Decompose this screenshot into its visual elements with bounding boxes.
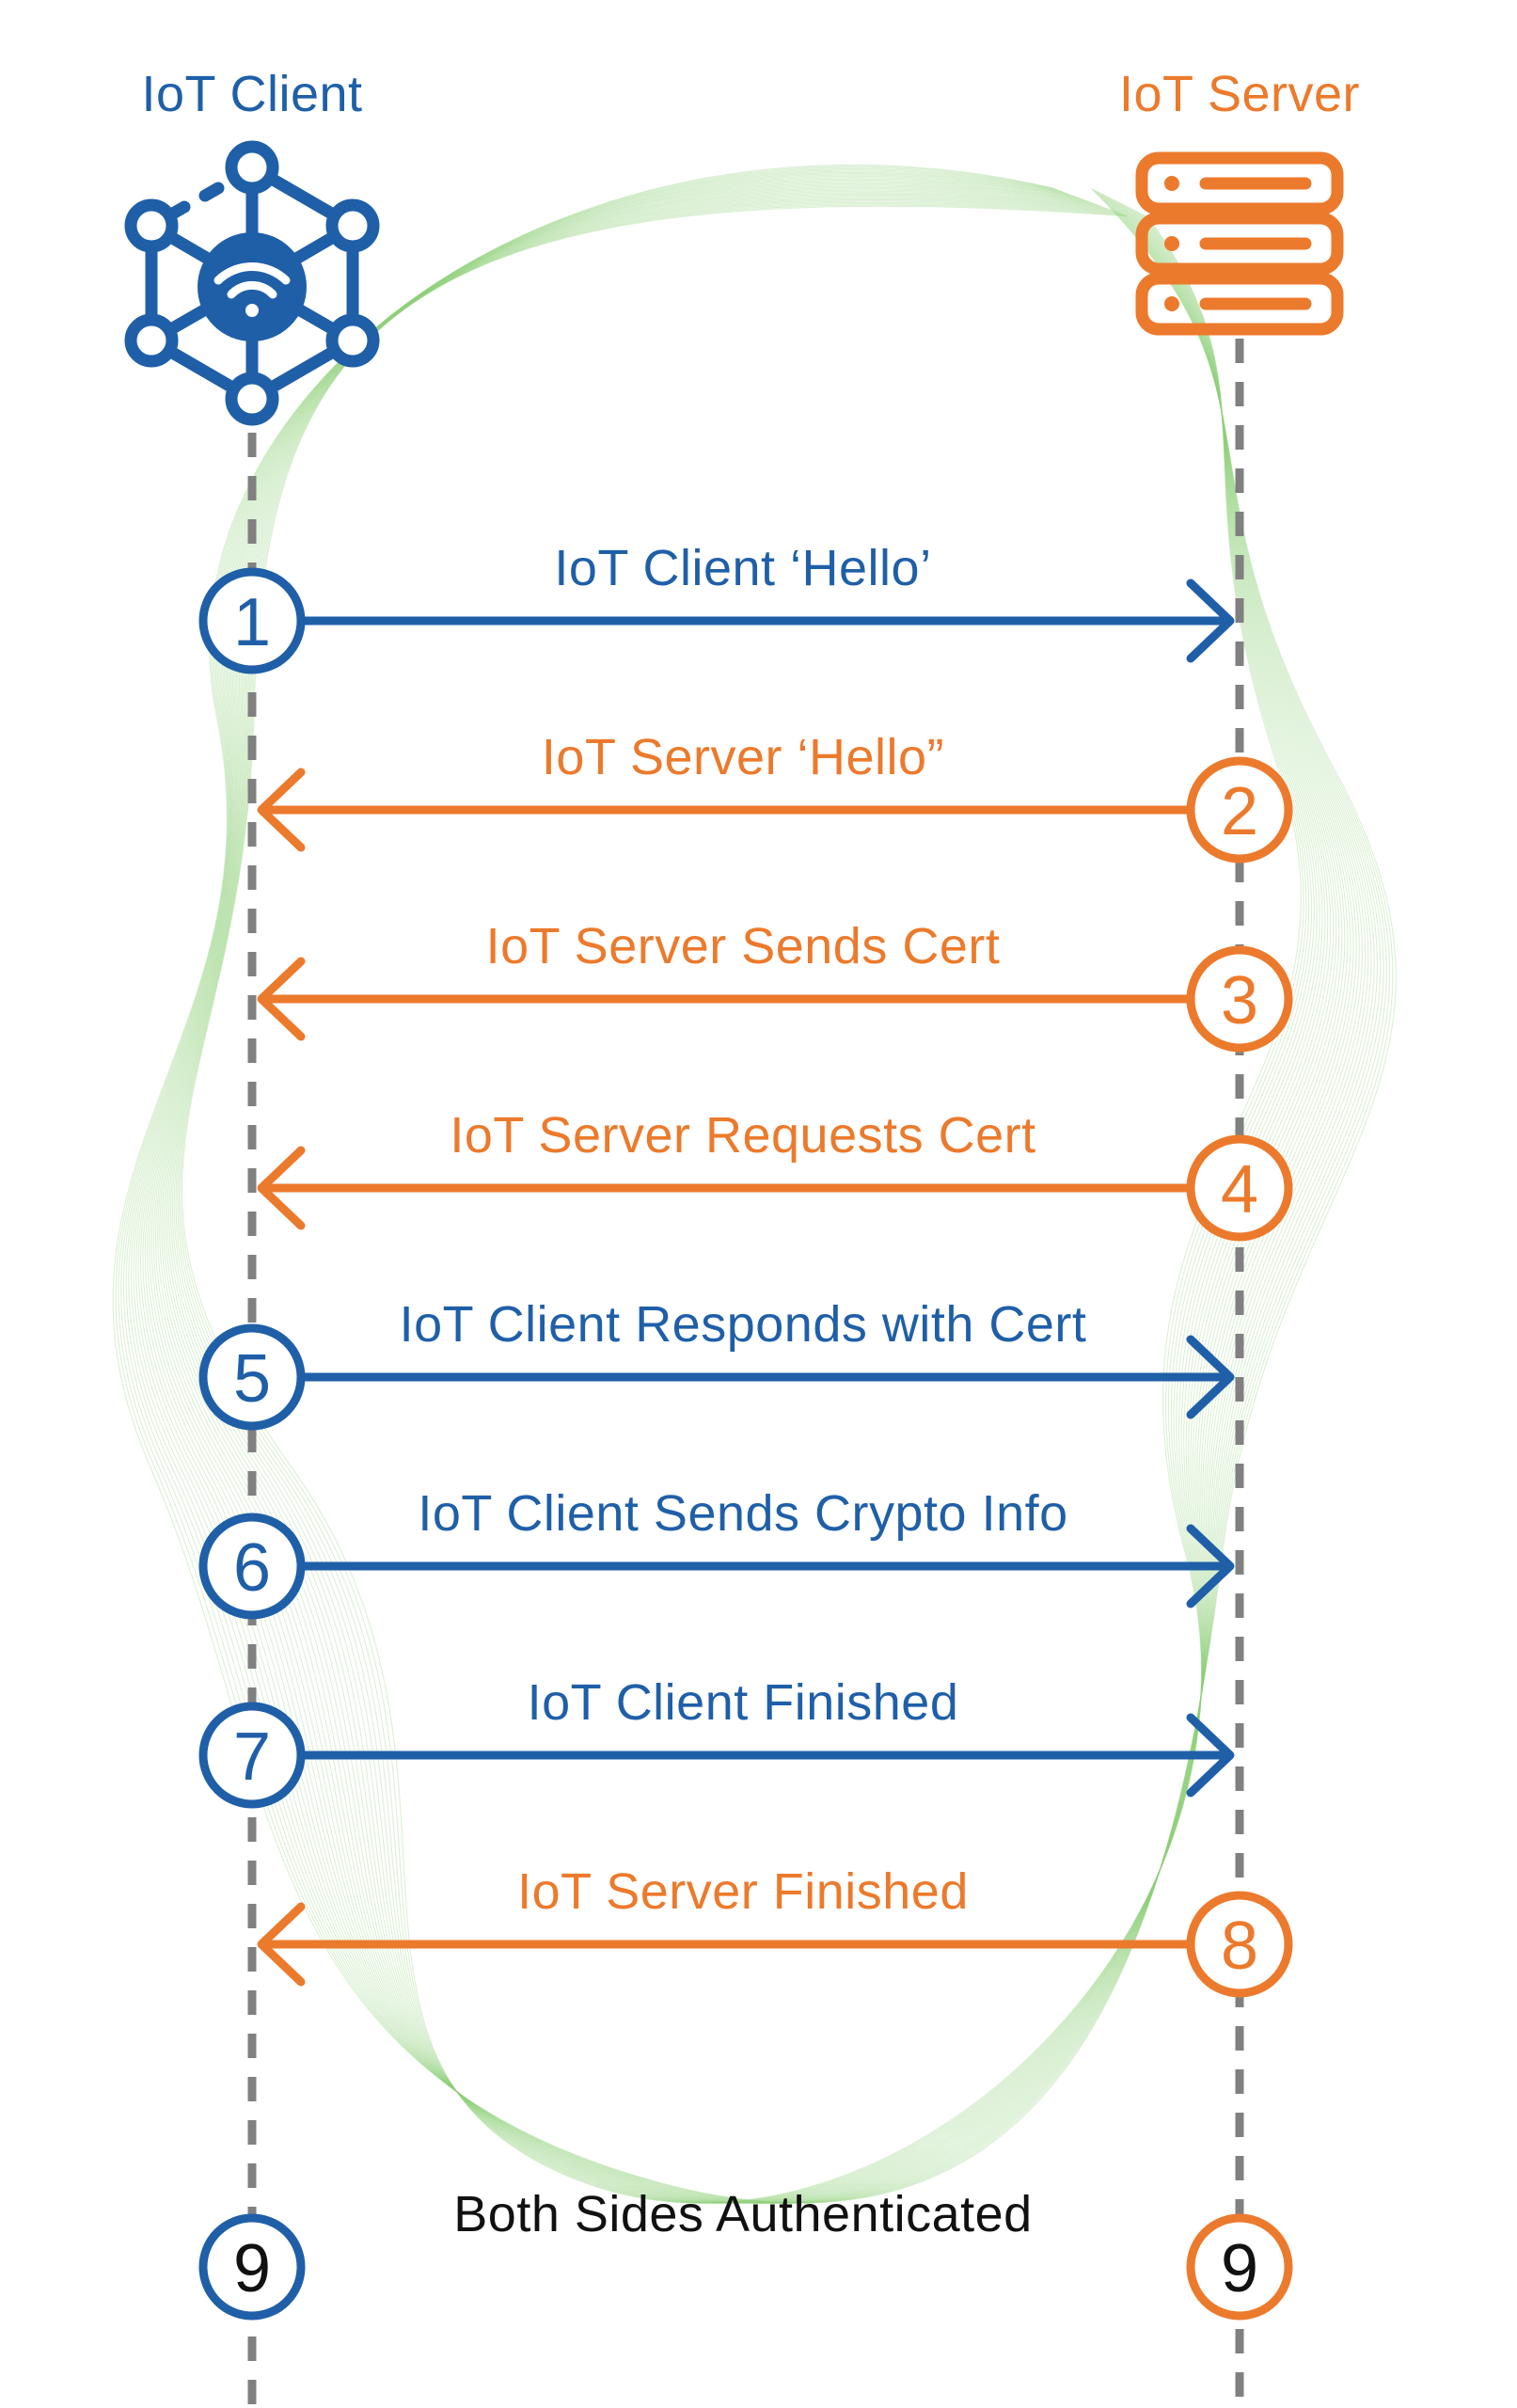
step-number: 7 bbox=[233, 1719, 271, 1795]
arrowhead-icon bbox=[1186, 1335, 1235, 1419]
message-label: IoT Server Sends Cert bbox=[486, 918, 1001, 974]
message-step-4: IoT Server Requests Cert 4 bbox=[257, 1107, 1293, 1242]
message-label: IoT Client Responds with Cert bbox=[400, 1296, 1087, 1353]
message-label: IoT Server Finished bbox=[517, 1863, 969, 1920]
arrowhead-icon bbox=[257, 1902, 306, 1987]
step-number-circle bbox=[198, 1323, 306, 1431]
step-number: 8 bbox=[1221, 1909, 1258, 1984]
message-step-3: IoT Server Sends Cert 3 bbox=[257, 918, 1293, 1053]
final-label: Both Sides Authenticated bbox=[453, 2186, 1032, 2242]
message-step-6: IoT Client Sends Crypto Info 6 bbox=[198, 1485, 1235, 1620]
step-number: 4 bbox=[1221, 1152, 1258, 1228]
step-number-circle bbox=[1186, 1891, 1293, 1998]
message-step-8: IoT Server Finished 8 bbox=[257, 1863, 1293, 1998]
arrowhead-icon bbox=[1186, 578, 1235, 663]
arrowhead-icon bbox=[1186, 1713, 1235, 1798]
step-number-circle bbox=[198, 1513, 306, 1620]
step-number-circle bbox=[1186, 945, 1293, 1053]
final-step: Both Sides Authenticated 9 9 bbox=[198, 2186, 1293, 2321]
server-rack-icon bbox=[1135, 151, 1344, 336]
arrowhead-icon bbox=[1186, 1524, 1235, 1608]
message-label: IoT Client Sends Crypto Info bbox=[418, 1485, 1067, 1542]
step-number-circle bbox=[1186, 756, 1293, 863]
message-step-2: IoT Server ‘Hello” 2 bbox=[257, 729, 1293, 863]
client-final-step-circle bbox=[198, 2213, 306, 2321]
step-number: 2 bbox=[1221, 774, 1258, 849]
server-final-step-circle bbox=[1186, 2213, 1293, 2321]
message-step-7: IoT Client Finished 7 bbox=[198, 1674, 1235, 1809]
message-label: IoT Client Finished bbox=[528, 1674, 959, 1731]
step-number-circle bbox=[1186, 1134, 1293, 1242]
message-step-1: IoT Client ‘Hello’ 1 bbox=[198, 540, 1235, 674]
message-step-5: IoT Client Responds with Cert 5 bbox=[198, 1296, 1235, 1431]
arrowhead-icon bbox=[257, 957, 306, 1041]
client-final-step-number: 9 bbox=[233, 2231, 271, 2306]
server-title: IoT Server bbox=[1119, 66, 1360, 122]
message-label: IoT Server ‘Hello” bbox=[542, 729, 944, 785]
arrowhead-icon bbox=[257, 1146, 306, 1230]
step-number: 5 bbox=[233, 1341, 271, 1417]
server-final-step-number: 9 bbox=[1221, 2231, 1258, 2306]
step-number-circle bbox=[198, 567, 306, 674]
step-number: 6 bbox=[233, 1530, 271, 1606]
arrowhead-icon bbox=[257, 768, 306, 852]
message-label: IoT Client ‘Hello’ bbox=[554, 540, 931, 596]
network-hub-wifi-icon bbox=[124, 140, 380, 426]
client-title: IoT Client bbox=[141, 66, 362, 122]
step-number: 1 bbox=[233, 585, 271, 660]
step-number: 3 bbox=[1221, 963, 1258, 1038]
message-label: IoT Server Requests Cert bbox=[450, 1107, 1035, 1164]
step-number-circle bbox=[198, 1702, 306, 1809]
